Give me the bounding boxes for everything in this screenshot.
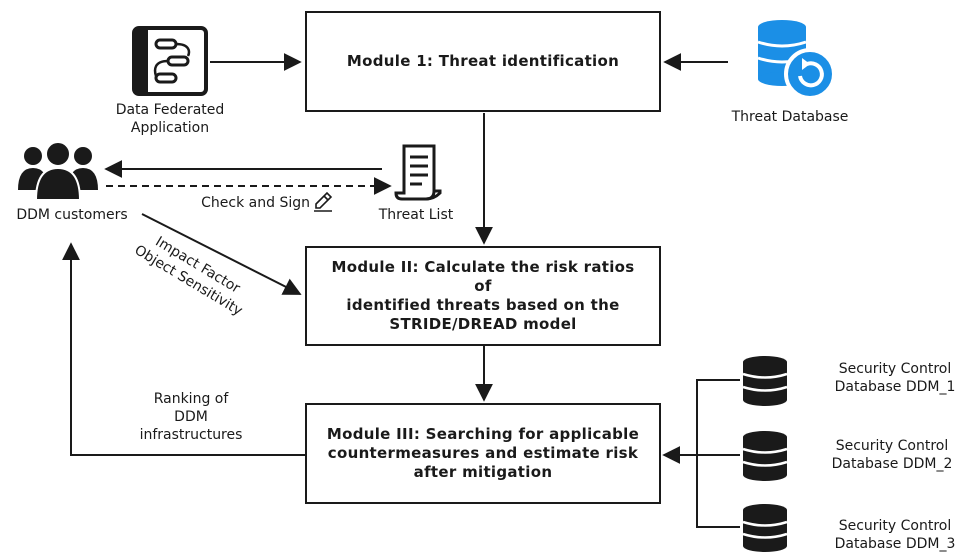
module1-title: Module 1: Threat identification (346, 52, 620, 70)
sc-db-3-line1: Security Control (838, 518, 952, 534)
module3-box: Module III: Searching for applicable cou… (305, 403, 661, 504)
app-label: Data Federated Application (100, 101, 240, 137)
database-icon (742, 504, 788, 552)
sc-db-2-label: Security Control Database DDM_2 (816, 437, 968, 473)
module2-line3: STRIDE/DREAD model (389, 315, 577, 333)
ranking-line2: DDM (174, 409, 208, 425)
sc-db-2-line1: Security Control (835, 438, 949, 454)
database-icon (742, 431, 788, 481)
ranking-label: Ranking of DDM infrastructures (116, 390, 266, 444)
module2-line2: identified threats based on the (346, 296, 620, 314)
threat-db-label: Threat Database (731, 109, 849, 125)
sc-db-1-line2: Database DDM_1 (834, 379, 956, 395)
users-group-icon (18, 141, 98, 201)
sc-db-1-label: Security Control Database DDM_1 (822, 360, 968, 396)
app-flow-icon (132, 26, 208, 96)
database-sync-icon (757, 20, 836, 100)
ranking-line3: infrastructures (139, 427, 243, 443)
sc-db-3-line2: Database DDM_3 (834, 536, 956, 552)
app-label-line1: Data Federated (115, 102, 225, 118)
module2-line1: Module II: Calculate the risk ratios of (331, 258, 635, 295)
sc-db-1-line1: Security Control (838, 361, 952, 377)
sc-db-2-line2: Database DDM_2 (831, 456, 953, 472)
customers-label: DDM customers (16, 207, 128, 223)
threat-list-label: Threat List (378, 207, 454, 223)
bus-security-dbs (696, 379, 740, 528)
sc-db-3-label: Security Control Database DDM_3 (822, 517, 968, 553)
check-sign-label: Check and Sign (201, 195, 310, 211)
database-icon (742, 356, 788, 406)
ranking-line1: Ranking of (153, 391, 229, 407)
module3-line1: Module III: Searching for applicable (326, 425, 640, 443)
module1-box: Module 1: Threat identification (305, 11, 661, 112)
module2-box: Module II: Calculate the risk ratios of … (305, 246, 661, 346)
document-list-icon (394, 144, 442, 201)
pencil-icon (314, 191, 333, 212)
arrow-module3-to-customers (62, 242, 305, 456)
module3-line3: after mitigation (413, 463, 553, 481)
module3-line2: countermeasures and estimate risk (327, 444, 639, 462)
arrow-customers-to-module2 (141, 213, 302, 295)
app-label-line2: Application (130, 120, 210, 136)
